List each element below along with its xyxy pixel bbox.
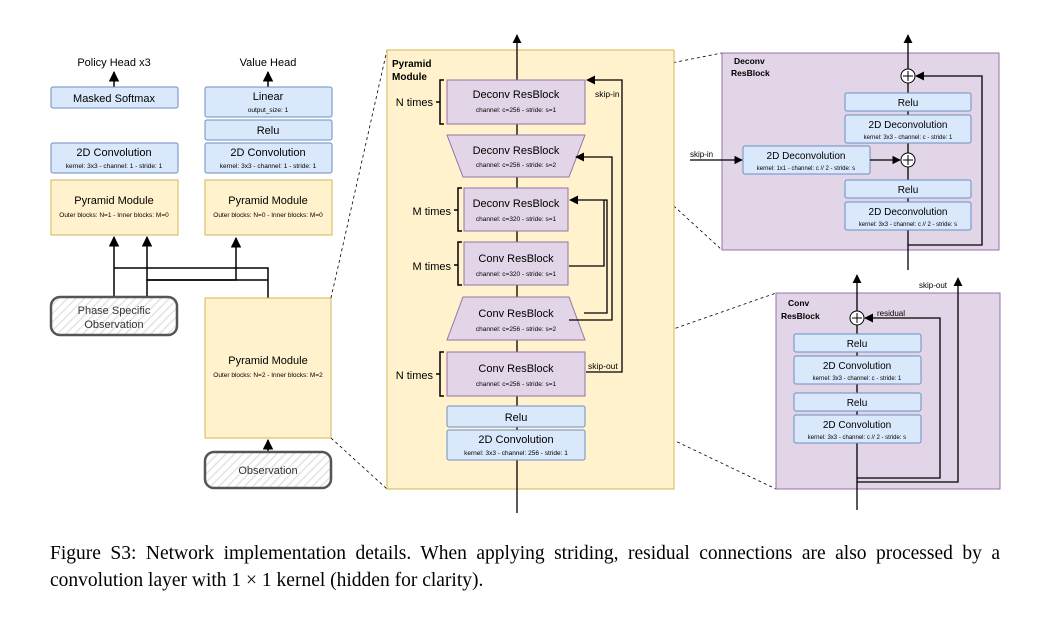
value-conv-box [204,142,333,174]
conv-b-box [793,414,922,444]
conv-bottom-label: Conv ResBlock [478,363,554,375]
deconv-relu-top-box [844,92,972,112]
deconv-top-label: Deconv ResBlock [473,89,560,101]
linear-sub: output_size: 1 [248,107,289,114]
conv-relu-bottom-label: Relu [847,398,868,409]
policy-pyramid-sub: Outer blocks: N=1 - Inner blocks: M=0 [59,212,169,219]
deconv-a-label: 2D Deconvolution [869,120,948,131]
deconv-a-sub: kernel: 3x3 - channel: c - stride: 1 [864,135,953,141]
deconv-a-box [844,114,972,144]
value-conv-label: 2D Convolution [230,147,305,159]
value-pyramid-box [204,179,333,236]
value-pyramid-sub: Outer blocks: N=0 - Inner blocks: M=0 [213,212,323,219]
conv-detail-title-1: Conv [788,298,810,308]
deconv-detail-title-2: ResBlock [731,68,770,78]
deconv-detail: Deconv ResBlock Relu 2D Deconvolution ke… [690,34,1000,270]
conv-bottom-sub: channel: c=256 - stride: s=1 [476,381,557,388]
policy-conv-label: 2D Convolution [76,147,151,159]
conv-trap-sub: channel: c=256 - stride: s=2 [476,326,557,333]
conv-bottom-box [446,351,586,397]
value-conv-sub: kernel: 3x3 - channel: 1 - stride: 1 [220,163,317,170]
deconv-detail-title-1: Deconv [734,56,765,66]
deconv-trap-sub: channel: c=256 - stride: s=2 [476,162,557,169]
deconv-trap-label: Deconv ResBlock [473,145,560,157]
conv-trap-label: Conv ResBlock [478,308,554,320]
deconv-trap-shape [446,134,586,178]
observation-box [203,450,333,490]
policy-conv-box [50,142,179,174]
conv-inner-sub: channel: c=320 - stride: s=1 [476,271,557,278]
m-times-bottom: M times [413,261,452,273]
deconv-top-box [446,79,586,125]
residual-label: residual [877,309,905,318]
value-head-label: Value Head [240,57,297,69]
linear-box [204,86,333,118]
conv-b-label: 2D Convolution [823,420,891,431]
deconv-relu-top-label: Relu [898,98,919,109]
observation-label: Observation [238,465,297,477]
deconv-skip-label: 2D Deconvolution [767,151,846,162]
conv-relu-top-label: Relu [847,339,868,350]
conv-a-sub: kernel: 3x3 - channel: c - stride: 1 [813,376,902,382]
main-pyramid-box [204,297,332,439]
pyramid-title-1: Pyramid [392,59,431,70]
policy-pyramid-box [50,179,179,236]
deconv-b-sub: kernel: 3x3 - channel: c // 2 - stride: … [859,222,957,228]
conv-a-box [793,355,922,385]
conv-inner-box [463,241,569,286]
deconv-b-box [844,201,972,231]
conv-skip-out-label: skip-out [919,281,948,290]
deconv-skip-in-label: skip-in [690,150,713,159]
conv-a-label: 2D Convolution [823,361,891,372]
policy-pyramid-label: Pyramid Module [74,195,153,207]
deconv-relu-bottom-box [844,179,972,199]
phase-observation-box [49,295,179,337]
conv-inner-label: Conv ResBlock [478,253,554,265]
deconv-skip-sub: kernel: 1x1 - channel: c // 2 - stride: … [757,166,855,172]
conv-trap-shape [446,296,586,341]
pyr-conv-sub: kernel: 3x3 - channel: 256 - stride: 1 [464,450,568,457]
conv-b-sub: kernel: 3x3 - channel: c // 2 - stride: … [808,435,906,441]
conv-detail-title-2: ResBlock [781,311,820,321]
relu-label: Relu [257,125,280,137]
main-pyramid-label: Pyramid Module [228,355,307,367]
policy-head-label: Policy Head x3 [77,57,150,69]
m-times-top: M times [413,206,452,218]
phase-line2: Observation [84,319,143,331]
skip-in-label: skip-in [595,89,620,99]
conv-detail: Conv ResBlock residual skip-out Relu 2D … [775,274,1001,510]
deconv-top-sub: channel: c=256 - stride: s=1 [476,107,557,114]
deconv-inner-label: Deconv ResBlock [473,198,560,210]
deconv-relu-bottom-label: Relu [898,185,919,196]
linear-label: Linear [253,91,284,103]
main-pyramid-sub: Outer blocks: N=2 - Inner blocks: M=2 [213,372,323,379]
left-network: Policy Head x3 Value Head Masked Softmax… [49,57,333,490]
pyr-relu-box [446,405,586,428]
pyr-relu-label: Relu [505,412,528,424]
skip-out-label: skip-out [588,361,618,371]
deconv-inner-box [463,187,569,232]
pyramid-title-2: Module [392,72,427,83]
relu-box [204,119,333,141]
pyr-conv-label: 2D Convolution [478,434,553,446]
conv-detail-panel [775,292,1001,490]
figure-caption: Figure S3: Network implementation detail… [50,543,1000,591]
value-pyramid-label: Pyramid Module [228,195,307,207]
phase-line1: Phase Specific [78,305,151,317]
conv-relu-top-box [793,333,922,353]
n-times-bottom: N times [396,370,434,382]
masked-softmax-box [50,86,179,109]
pyramid-module: Pyramid Module Deconv ResBlock channel: … [386,34,675,513]
deconv-inner-sub: channel: c=320 - stride: s=1 [476,216,557,223]
deconv-b-label: 2D Deconvolution [869,207,948,218]
policy-conv-sub: kernel: 3x3 - channel: 1 - stride: 1 [66,163,163,170]
pyr-conv-box [446,429,586,461]
masked-softmax-label: Masked Softmax [73,93,155,105]
conv-relu-bottom-box [793,392,922,412]
n-times-top: N times [396,97,434,109]
